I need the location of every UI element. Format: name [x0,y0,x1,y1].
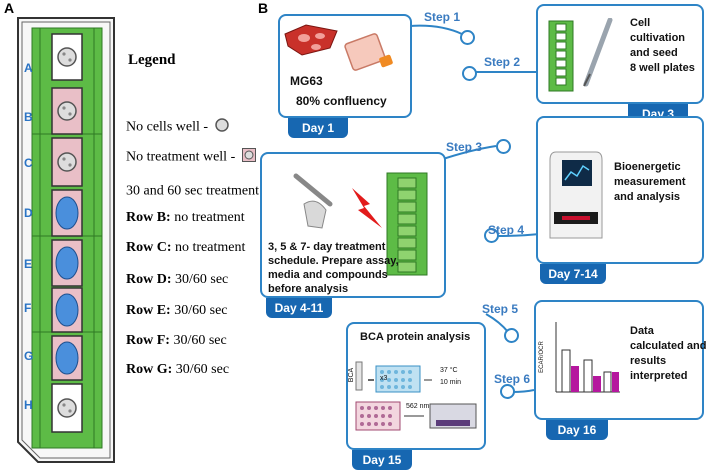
step-5-node [504,328,519,343]
day-7-text-1: Bioenergetic [614,161,681,173]
panel-b-letter: B [258,0,269,16]
day-16-text-2: calculated and [630,340,707,352]
legend-row-b-label: Row B: [126,210,171,225]
legend-row-g: Row G: 30/60 sec [126,362,229,378]
day-16-label: Day 16 [546,420,608,440]
incubation-temp: 37 °C [440,367,458,374]
row-label-d: D [24,206,33,220]
step-3-node [496,139,511,154]
legend-no-cells-text: No cells well - [126,119,209,135]
legend-row-f-label: Row F: [126,333,170,348]
day-7-14-card [536,116,704,264]
bca-x3-label: x3 [380,375,388,382]
step-2-label: Step 2 [484,55,521,69]
legend-row-e: Row E: 30/60 sec [126,303,228,319]
analyzer-instrument-icon [549,151,603,239]
legend-row-d-label: Row D: [126,272,172,287]
pipette-icon [583,18,613,87]
step-4-node [484,228,499,243]
row-label-b: B [24,110,33,124]
row-label-h: H [24,398,33,412]
day-7-text-3: and analysis [614,191,681,203]
legend-row-c-label: Row C: [126,240,172,255]
step-4-label: Step 4 [488,223,525,237]
legend-row-c: Row C: no treatment [126,240,245,256]
row-label-a: A [24,61,33,75]
bca-workflow-icon [355,361,477,431]
panel-a-letter: A [4,0,15,16]
row-label-e: E [24,257,33,271]
legend-row-b: Row B: no treatment [126,210,245,226]
mg63-cells-icon [284,24,338,56]
row-label-c: C [24,156,33,170]
day-3-text-1: Cell [630,17,651,29]
legend-row-f: Row F: 30/60 sec [126,333,227,349]
bca-label: BCA [348,367,356,383]
day-3-text-4: 8 well plates [630,62,695,74]
legend-row-e-label: Row E: [126,303,171,318]
no-cells-well-icon [214,118,229,137]
legend-no-treatment: No treatment well - [126,148,256,167]
day-1-label: Day 1 [288,118,348,138]
day-3-text-2: cultivation [630,32,686,44]
row-label-g: G [24,349,34,363]
day-16-text-4: interpreted [630,370,688,382]
day-7-14-label: Day 7-14 [540,264,606,284]
treatment-device-icon [293,173,333,229]
results-bar-chart-icon [555,322,620,393]
legend-no-cells: No cells well - [126,118,229,137]
step-2-node [462,66,477,81]
legend-row-g-label: Row G: [126,362,173,377]
legend-row-e-value: 30/60 sec [174,303,228,318]
legend-row-f-value: 30/60 sec [173,333,227,348]
incubation-time: 10 min [440,379,462,386]
legend-row-d: Row D: 30/60 sec [126,272,228,288]
day-4-text-2: schedule. Prepare assay, [268,255,399,267]
treated-plate-icon [386,172,428,276]
legend-no-treatment-text: No treatment well - [126,149,236,165]
lightning-icon [352,188,382,228]
no-treatment-well-icon [241,148,256,167]
day-1-confluency: 80% confluency [296,94,387,108]
seeded-plate-icon [548,20,574,92]
chart-y-label: ECAR/OCR [538,341,545,373]
wavelength-label: 562 nm [406,403,430,410]
step-6-node [500,384,515,399]
day-16-text-3: results [630,355,667,367]
day-15-title: BCA protein analysis [360,331,471,343]
day-4-text-1: 3, 5 & 7- day treatment [268,241,386,253]
day-4-text-4: before analysis [268,283,349,295]
legend-title: Legend [128,52,176,68]
legend-row-d-value: 30/60 sec [175,272,229,287]
day-3-text-3: and seed [630,47,678,59]
day-1-cell-line: MG63 [290,74,323,88]
step-6-label: Step 6 [494,372,531,386]
row-label-f: F [24,301,32,315]
step-1-label: Step 1 [424,10,461,24]
legend-row-c-value: no treatment [175,240,246,255]
legend-row-g-value: 30/60 sec [175,362,230,377]
day-16-text-1: Data [630,325,654,337]
legend-treatment-text: 30 and 60 sec treatment - [126,183,268,199]
legend-row-b-value: no treatment [174,210,245,225]
day-4-text-3: media and compounds [268,269,388,281]
day-15-label: Day 15 [352,450,412,470]
step-3-label: Step 3 [446,140,483,154]
step-5-label: Step 5 [482,302,519,316]
well-plate-diagram [17,17,115,463]
day-7-text-2: measurement [614,176,686,188]
step-1-node [460,30,475,45]
day-4-11-label: Day 4-11 [266,298,332,318]
culture-flask-icon [344,33,393,71]
